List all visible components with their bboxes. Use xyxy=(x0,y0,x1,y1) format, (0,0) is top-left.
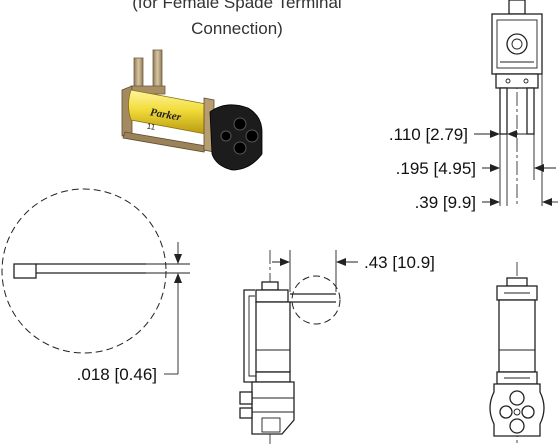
caption-line-1: (for Female Spade Terminal xyxy=(132,0,341,12)
dim-43-label: .43 [10.9] xyxy=(364,253,435,272)
dim-195-label: .195 [4.95] xyxy=(396,159,476,178)
detail-circle-view xyxy=(1,188,190,354)
valve-body xyxy=(209,104,263,171)
brand-label: Parker xyxy=(149,106,182,123)
valve-ports xyxy=(220,117,259,155)
bracket-bottom xyxy=(122,131,207,153)
dim-110-label: .110 [2.79] xyxy=(389,125,468,144)
side-view-drawing xyxy=(239,250,341,444)
spade-terminals xyxy=(130,49,166,95)
model-label: 11 xyxy=(146,122,156,132)
dim-018-label: .018 [0.46] xyxy=(77,365,157,384)
end-view-drawing xyxy=(491,0,543,206)
dim-39-label: .39 [9.9] xyxy=(415,193,476,212)
front-view-drawing xyxy=(489,262,545,444)
caption-line-2: Connection) xyxy=(191,19,283,38)
product-photo: Parker 11 xyxy=(121,49,263,171)
